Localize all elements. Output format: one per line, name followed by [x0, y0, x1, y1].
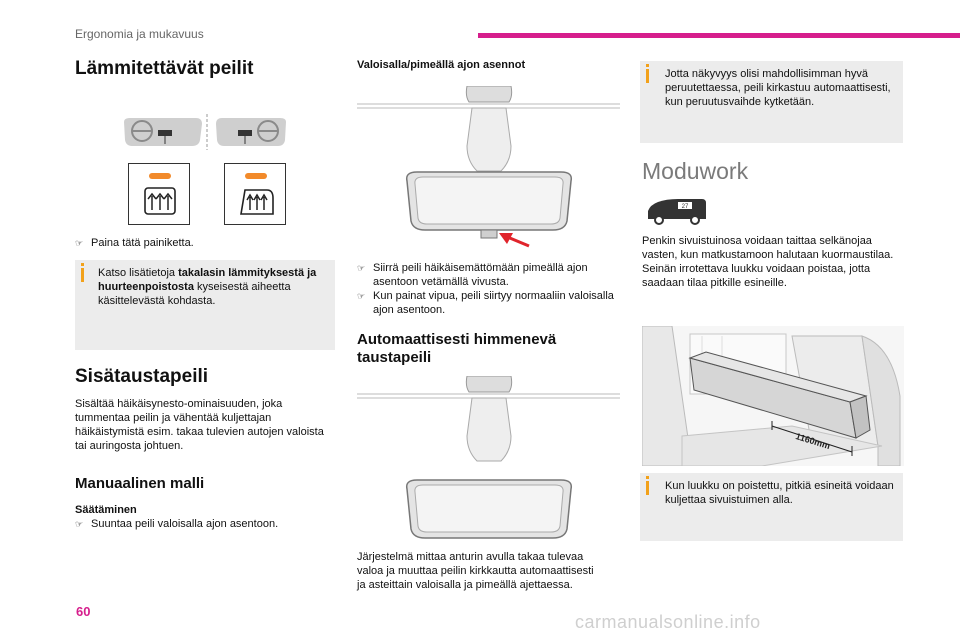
- moduwork-interior-illustration: 1160mm: [642, 326, 904, 466]
- pointing-hand-icon: ☞: [75, 238, 84, 248]
- manual-model-instruction: ☞ Suuntaa peili valoisalla ajon asentoon…: [75, 517, 330, 531]
- indicator-light: [149, 173, 171, 179]
- indicator-light: [245, 173, 267, 179]
- instruction-text: Paina tätä painiketta.: [91, 237, 194, 249]
- moduwork-body: Penkin sivuistuinosa voidaan taittaa sel…: [642, 235, 894, 289]
- section-header-title: Ergonomia ja mukavuus: [75, 27, 204, 41]
- info-note-reverse: Jotta näkyvyys olisi mahdollisimman hyvä…: [640, 61, 903, 143]
- note-link-text: takalasin lämmityksestä ja huurteenpoist…: [98, 267, 317, 293]
- van-icon: 27: [648, 199, 706, 225]
- info-note-long-objects: Kun luukku on poistettu, pitkiä esineitä…: [640, 473, 903, 541]
- note-text: Kun luukku on poistettu, pitkiä esineitä…: [665, 480, 894, 506]
- interior-mirror-title: Sisätaustapeili: [75, 366, 209, 387]
- auto-dimming-title: Automaattisesti himmenevä taustapeili: [357, 331, 557, 366]
- mirror-positions-title: Valoisalla/pimeällä ajon asennot: [357, 59, 526, 71]
- moduwork-title: Moduwork: [642, 158, 749, 184]
- heated-mirrors-instruction: ☞ Paina tätä painiketta.: [75, 236, 325, 250]
- manual-mirror-illustration: [357, 86, 620, 248]
- note-text-end: kyseisestä aiheetta käsittelevästä kohda…: [98, 281, 291, 307]
- note-text: Katso lisätietoja: [98, 267, 179, 279]
- interior-mirror-body: Sisältää häikäisynesto-ominaisuuden, jok…: [75, 398, 324, 452]
- instruction-text: Kun painat vipua, peili siirtyy normaali…: [373, 290, 614, 316]
- page-number: 60: [76, 604, 91, 619]
- rear-defrost-icon: [144, 187, 176, 215]
- adjust-label: Säätäminen: [75, 504, 137, 516]
- auto-dimming-body: Järjestelmä mittaa anturin avulla takaa …: [357, 551, 594, 591]
- mirror-step-2: ☞ Kun painat vipua, peili siirtyy normaa…: [357, 289, 622, 317]
- instruction-text: Siirrä peili häikäisemättömään pimeällä …: [373, 262, 588, 288]
- rear-defrost-button[interactable]: [128, 163, 190, 225]
- info-icon: [81, 263, 84, 282]
- info-icon: [646, 476, 649, 495]
- header-accent-bar: [478, 33, 960, 38]
- watermark: carmanualsonline.info: [575, 612, 761, 632]
- heated-mirrors-title: Lämmitettävät peilit: [75, 58, 254, 79]
- van-badge-text: 27: [682, 204, 689, 210]
- info-icon: [646, 64, 649, 83]
- manual-model-title: Manuaalinen malli: [75, 475, 205, 492]
- info-note-heated-rear: Katso lisätietoja takalasin lämmityksest…: [75, 260, 335, 350]
- pointing-hand-icon: ☞: [75, 519, 84, 529]
- windscreen-defrost-button[interactable]: [224, 163, 286, 225]
- pointing-hand-icon: ☞: [357, 291, 366, 301]
- mirror-step-1: ☞ Siirrä peili häikäisemättömään pimeäll…: [357, 261, 622, 289]
- pointing-hand-icon: ☞: [357, 263, 366, 273]
- instruction-text: Suuntaa peili valoisalla ajon asentoon.: [91, 518, 279, 530]
- note-text: Jotta näkyvyys olisi mahdollisimman hyvä…: [665, 68, 891, 108]
- auto-dimming-mirror-illustration: [357, 376, 620, 539]
- windscreen-defrost-icon: [240, 189, 274, 215]
- exterior-mirror-illustration: [124, 114, 286, 150]
